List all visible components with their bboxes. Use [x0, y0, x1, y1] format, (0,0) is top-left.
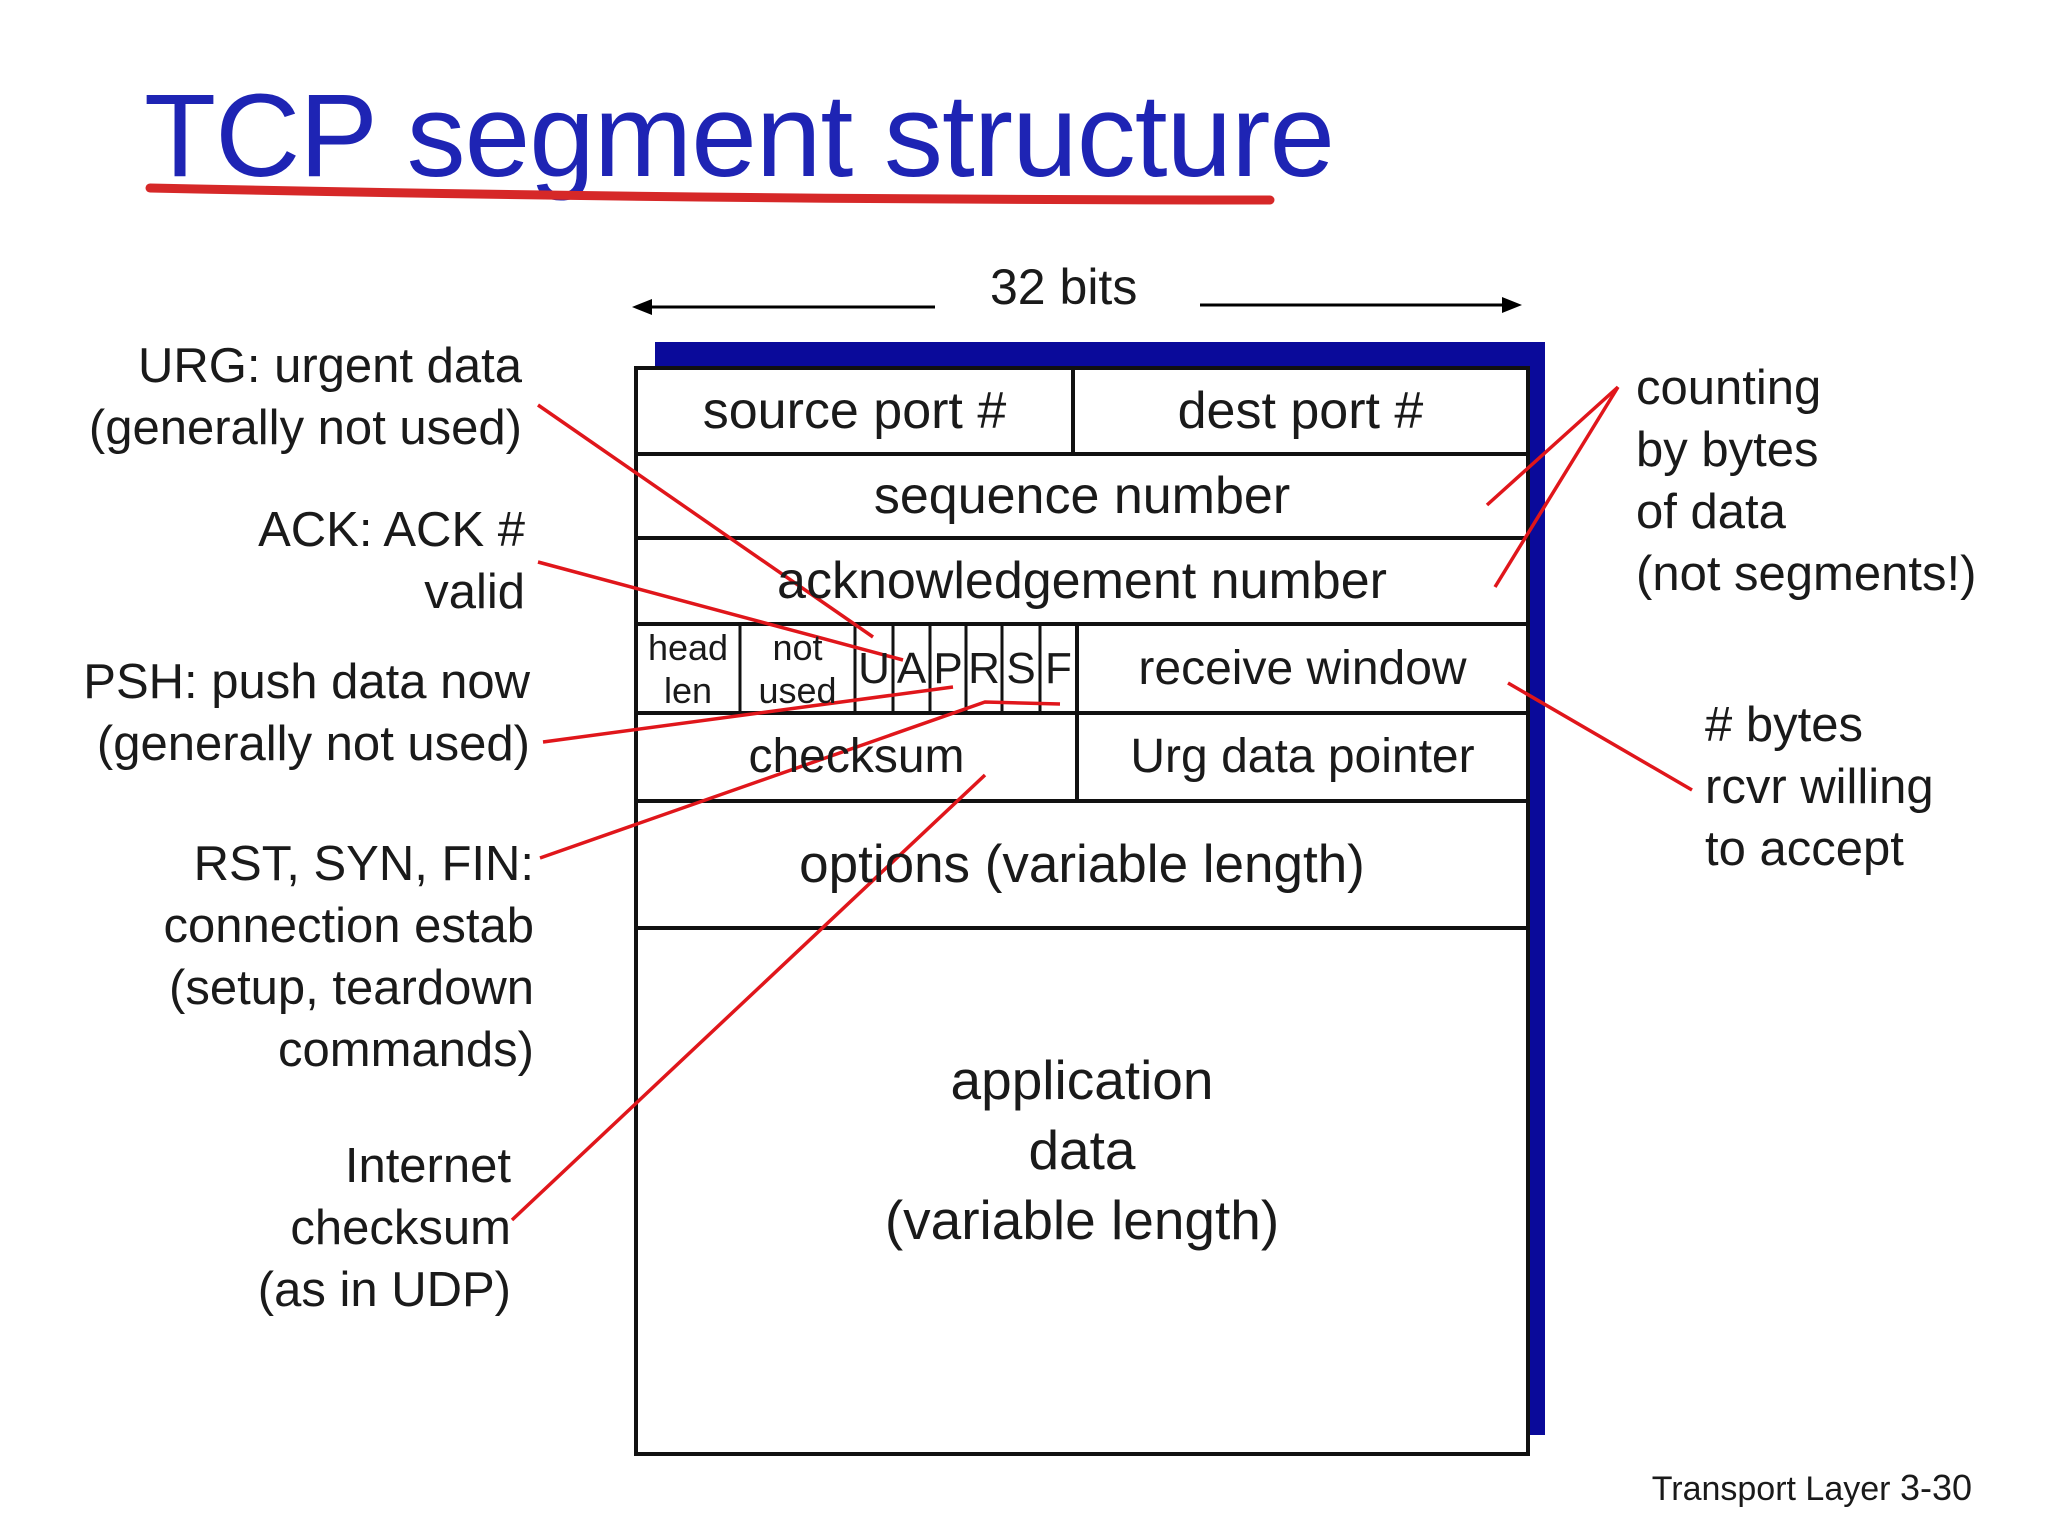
flag-ack: A [896, 643, 927, 693]
field-checksum: checksum [748, 730, 965, 783]
flag-syn: S [1006, 643, 1036, 693]
field-app-data-line1: application [950, 1048, 1214, 1111]
column-dividers [738, 368, 1079, 801]
flag-rst: R [968, 643, 1000, 693]
annotation-checksum: Internet checksum (as in UDP) [258, 1135, 511, 1321]
row-dividers [636, 452, 1528, 930]
annotation-rst-line2: connection estab [163, 899, 535, 953]
annotation-ack-line2: valid [424, 565, 525, 619]
slide-footer: Transport Layer 3-30 [1652, 1467, 1972, 1509]
checksum-pointer [510, 773, 987, 1222]
annotation-rcvr-line1: # bytes [1705, 698, 1863, 752]
counting-pointer-1 [1485, 385, 1620, 507]
footer-page-number: 3-30 [1899, 1467, 1972, 1508]
annotation-rcvr-line3: to accept [1705, 822, 1904, 876]
flag-urg: U [858, 643, 890, 693]
annotation-urg: URG: urgent data (generally not used) [89, 335, 522, 459]
field-not-used-line1: not [772, 627, 823, 668]
annotation-ack: ACK: ACK # valid [258, 499, 525, 623]
flag-fin: F [1045, 643, 1072, 693]
flag-psh: P [933, 643, 963, 693]
pointer-lines [510, 385, 1693, 1222]
annotation-rst-line1: RST, SYN, FIN: [193, 837, 534, 891]
annotation-counting-line3: of data [1636, 485, 1786, 539]
field-dest-port: dest port # [1177, 382, 1424, 440]
rst-syn-fin-pointer [539, 700, 1061, 860]
annotation-checksum-line2: checksum [290, 1201, 511, 1255]
annotation-checksum-line3: (as in UDP) [257, 1263, 511, 1317]
annotation-rst-line4: commands) [278, 1023, 534, 1077]
annotation-rst-syn-fin: RST, SYN, FIN: connection estab (setup, … [164, 833, 535, 1081]
annotation-ack-line1: ACK: ACK # [258, 503, 525, 557]
annotation-psh: PSH: push data now (generally not used) [83, 651, 530, 775]
field-head-len-line2: len [663, 670, 713, 711]
counting-pointer-2 [1493, 386, 1620, 588]
urg-pointer [537, 403, 874, 639]
psh-pointer [542, 685, 954, 744]
field-acknowledgement-number: acknowledgement number [777, 552, 1387, 610]
field-not-used-line2: used [758, 670, 837, 711]
footer-chapter: Transport Layer [1651, 1470, 1891, 1508]
slide-title: TCP segment structure [144, 70, 1335, 202]
annotation-counting-line4: (not segments!) [1636, 547, 1977, 601]
annotation-psh-line1: PSH: push data now [83, 655, 530, 709]
annotation-rcvr-line2: rcvr willing [1705, 760, 1934, 814]
title-underline [145, 183, 1275, 205]
ack-pointer [537, 560, 904, 662]
bits-arrowhead-right [1502, 297, 1522, 313]
segment-box [634, 366, 1530, 1456]
annotation-counting-line2: by bytes [1636, 423, 1819, 477]
field-source-port: source port # [702, 382, 1007, 440]
annotation-urg-line1: URG: urgent data [137, 339, 522, 393]
annotation-counting-line1: counting [1636, 361, 1822, 415]
field-receive-window: receive window [1138, 641, 1467, 695]
bits-arrowhead-left [632, 299, 652, 315]
annotation-checksum-line1: Internet [344, 1139, 511, 1193]
width-label: 32 bits [990, 259, 1138, 315]
field-sequence-number: sequence number [873, 467, 1291, 525]
annotation-urg-line2: (generally not used) [88, 401, 522, 455]
field-urg-data-pointer: Urg data pointer [1130, 730, 1475, 783]
annotation-psh-line2: (generally not used) [96, 717, 530, 771]
rcvr-pointer [1507, 681, 1693, 792]
field-app-data-line3: (variable length) [884, 1188, 1280, 1251]
annotation-rcvr-window: # bytes rcvr willing to accept [1705, 694, 1934, 880]
field-head-len-line1: head [647, 627, 729, 668]
field-app-data-line2: data [1028, 1118, 1136, 1181]
annotation-counting: counting by bytes of data (not segments!… [1636, 357, 1976, 605]
annotation-rst-line3: (setup, teardown [169, 961, 534, 1015]
field-options: options (variable length) [799, 835, 1365, 894]
